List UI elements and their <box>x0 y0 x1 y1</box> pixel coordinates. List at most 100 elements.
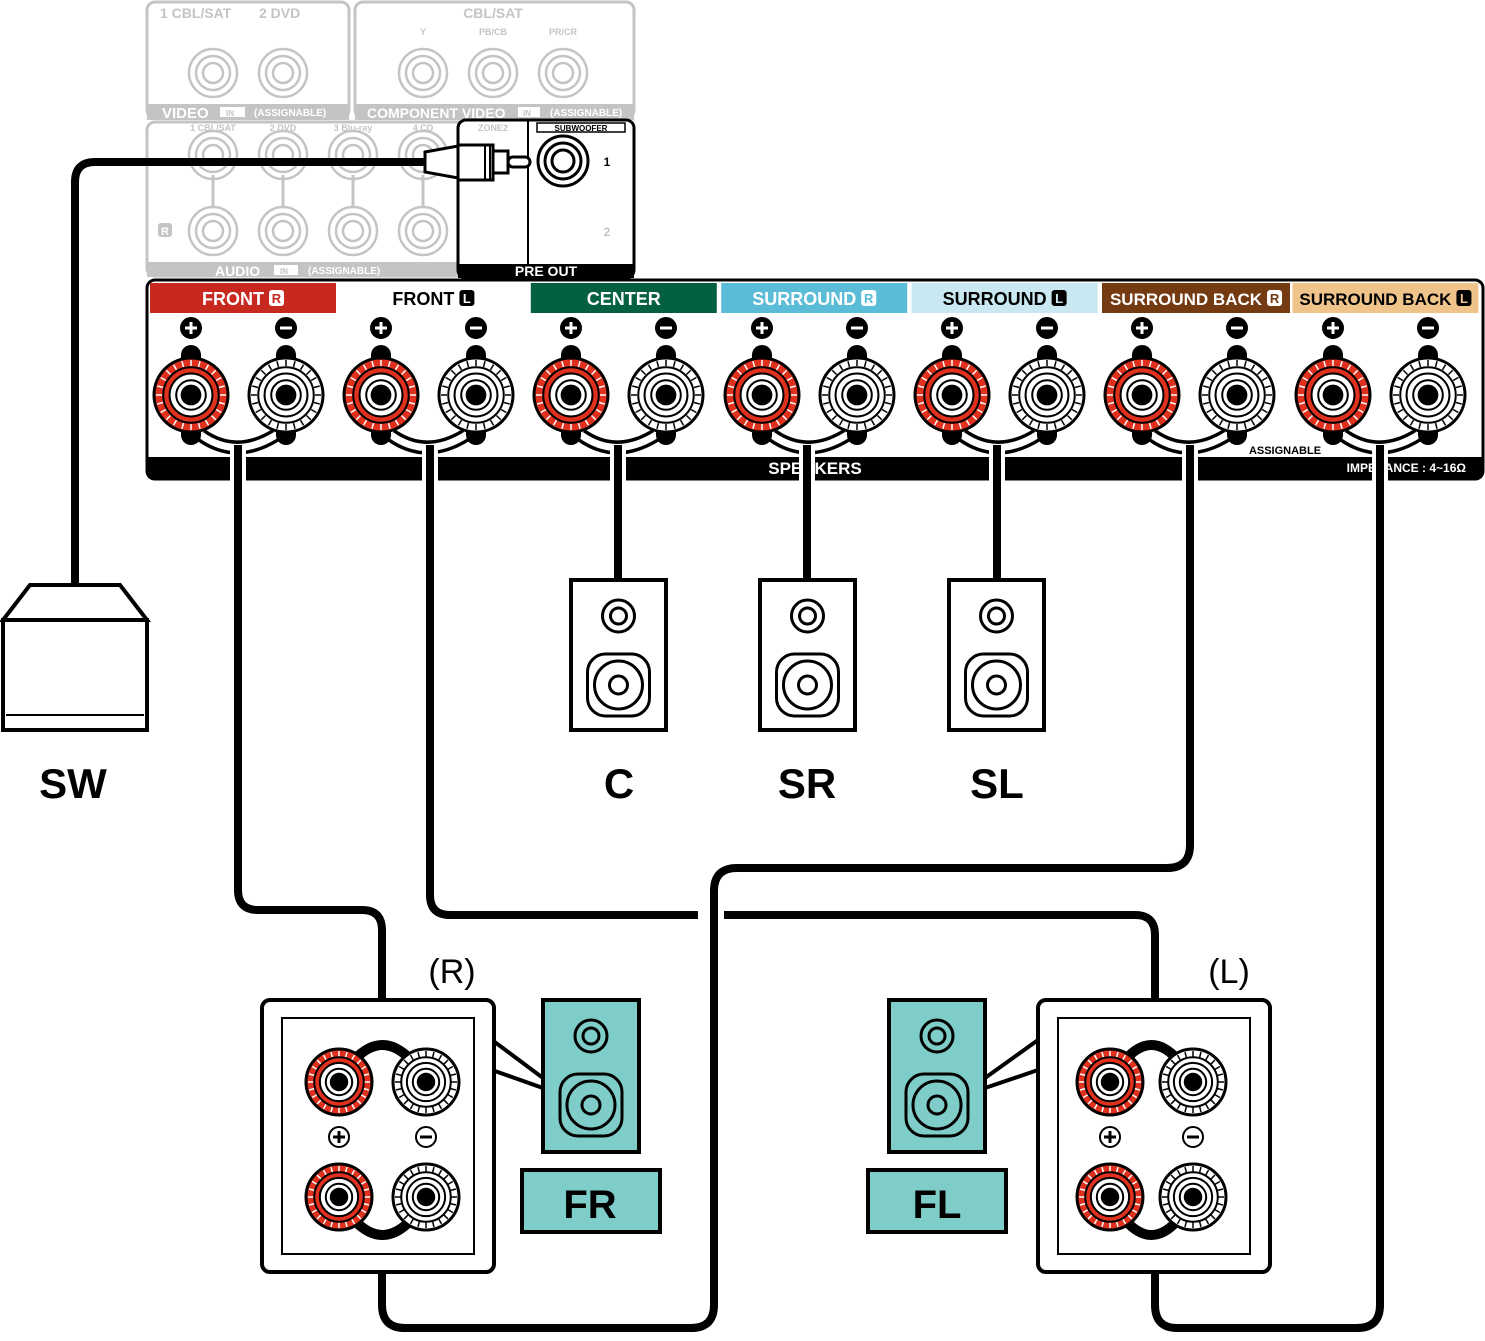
audio-jack-label: 1 CBL/SAT <box>190 123 236 133</box>
woofer-icon <box>964 652 1029 718</box>
rca-plug <box>423 143 532 182</box>
negative-terminal[interactable] <box>247 345 325 445</box>
woofer-icon <box>775 652 840 718</box>
plus-icon <box>370 317 392 339</box>
speaker-label-box <box>866 1168 1008 1234</box>
negative-terminal[interactable] <box>391 1047 461 1117</box>
minus-icon <box>846 317 868 339</box>
speaker-label-box <box>520 1168 662 1234</box>
plus-icon <box>751 317 773 339</box>
assignable-note: (ASSIGNABLE) <box>308 266 380 277</box>
fr-label: FR <box>563 1183 616 1227</box>
in-badge: IN <box>280 267 288 276</box>
plus-icon <box>1099 1126 1121 1148</box>
negative-terminal[interactable] <box>1389 345 1467 445</box>
plus-icon <box>328 1126 350 1148</box>
minus-icon <box>465 317 487 339</box>
audio-title: AUDIO <box>215 263 260 279</box>
positive-terminal[interactable] <box>304 1047 374 1117</box>
tweeter-icon <box>919 1018 955 1054</box>
negative-terminal[interactable] <box>437 345 515 445</box>
speaker-wire <box>378 445 1194 1332</box>
component-jack-label: Y <box>420 27 426 37</box>
channel-label: SURROUND <box>752 289 856 309</box>
small-speakers <box>569 578 1046 732</box>
video-jack-label: 1 CBL/SAT <box>160 5 232 21</box>
input-jack[interactable] <box>467 47 519 99</box>
impedance-label: IMPEDANCE : 4~16Ω <box>1347 461 1467 475</box>
assignable-note: (ASSIGNABLE) <box>254 108 326 119</box>
component-source: CBL/SAT <box>463 5 523 21</box>
positive-terminal[interactable] <box>723 345 801 445</box>
input-jack[interactable] <box>537 47 589 99</box>
subwoofer-label: SUBWOOFER <box>555 124 608 133</box>
input-jack[interactable] <box>257 47 309 99</box>
minus-icon <box>275 317 297 339</box>
minus-icon <box>1226 317 1248 339</box>
positive-terminal[interactable] <box>152 345 230 445</box>
tweeter-icon <box>979 598 1014 634</box>
speaker-wire <box>234 445 386 1050</box>
subwoofer-cable <box>71 158 425 585</box>
channel-side-badge: R <box>1270 291 1280 306</box>
input-jack[interactable] <box>257 129 309 181</box>
negative-terminal[interactable] <box>1008 345 1086 445</box>
input-jack[interactable] <box>187 205 239 257</box>
front-left-speaker <box>866 998 1272 1274</box>
negative-terminal[interactable] <box>1198 345 1276 445</box>
r-side-label: (R) <box>428 953 475 991</box>
subwoofer-1-label: 1 <box>604 155 611 169</box>
input-jack[interactable] <box>397 47 449 99</box>
channel-side-badge: L <box>1055 291 1063 306</box>
speaker-wire <box>1151 445 1384 1332</box>
front-right-speaker <box>260 998 662 1274</box>
input-jack[interactable] <box>257 205 309 257</box>
channel-label: FRONT <box>392 289 454 309</box>
positive-terminal[interactable] <box>1075 1047 1145 1117</box>
channel-side-badge: R <box>272 291 282 306</box>
subwoofer: SW <box>0 583 152 807</box>
audio-jack-label: 4 CD <box>413 123 434 133</box>
woofer-icon <box>558 1072 624 1138</box>
center-speaker <box>569 578 668 732</box>
in-badge: IN <box>226 109 234 118</box>
speaker-wires <box>71 158 1388 1336</box>
subwoofer-2-label: 2 <box>604 225 611 239</box>
positive-terminal[interactable] <box>1075 1162 1145 1232</box>
front-speakers <box>260 998 1272 1274</box>
input-jack[interactable] <box>397 205 449 257</box>
negative-terminal[interactable] <box>1158 1047 1228 1117</box>
c-label: C <box>604 760 634 807</box>
zone2-label: ZONE2 <box>478 123 508 133</box>
negative-terminal[interactable] <box>818 345 896 445</box>
component-jack-label: PR/CR <box>549 27 578 37</box>
negative-terminal[interactable] <box>627 345 705 445</box>
input-jack[interactable] <box>187 47 239 99</box>
positive-terminal[interactable] <box>342 345 420 445</box>
positive-terminal[interactable] <box>1294 345 1372 445</box>
input-jack[interactable] <box>327 129 379 181</box>
channel-header: CENTER <box>530 283 717 313</box>
positive-terminal[interactable] <box>1103 345 1181 445</box>
input-jack[interactable] <box>187 129 239 181</box>
negative-terminal[interactable] <box>1158 1162 1228 1232</box>
minus-icon <box>1036 317 1058 339</box>
speaker-terminals <box>152 317 1467 455</box>
audio-side-badge: R <box>161 226 169 238</box>
subwoofer-1-jack[interactable] <box>536 134 590 188</box>
positive-terminal[interactable] <box>532 345 610 445</box>
component-input-panel: CBL/SAT Y PB/CB PR/CR COMPONENT VIDEO IN… <box>353 0 636 121</box>
minus-icon <box>415 1126 437 1148</box>
negative-terminal[interactable] <box>391 1162 461 1232</box>
positive-terminal[interactable] <box>304 1162 374 1232</box>
positive-terminal[interactable] <box>913 345 991 445</box>
sw-label: SW <box>39 760 107 807</box>
plus-icon <box>560 317 582 339</box>
channel-label: FRONT <box>202 289 264 309</box>
surround-left-speaker <box>947 578 1046 732</box>
input-jack[interactable] <box>327 205 379 257</box>
